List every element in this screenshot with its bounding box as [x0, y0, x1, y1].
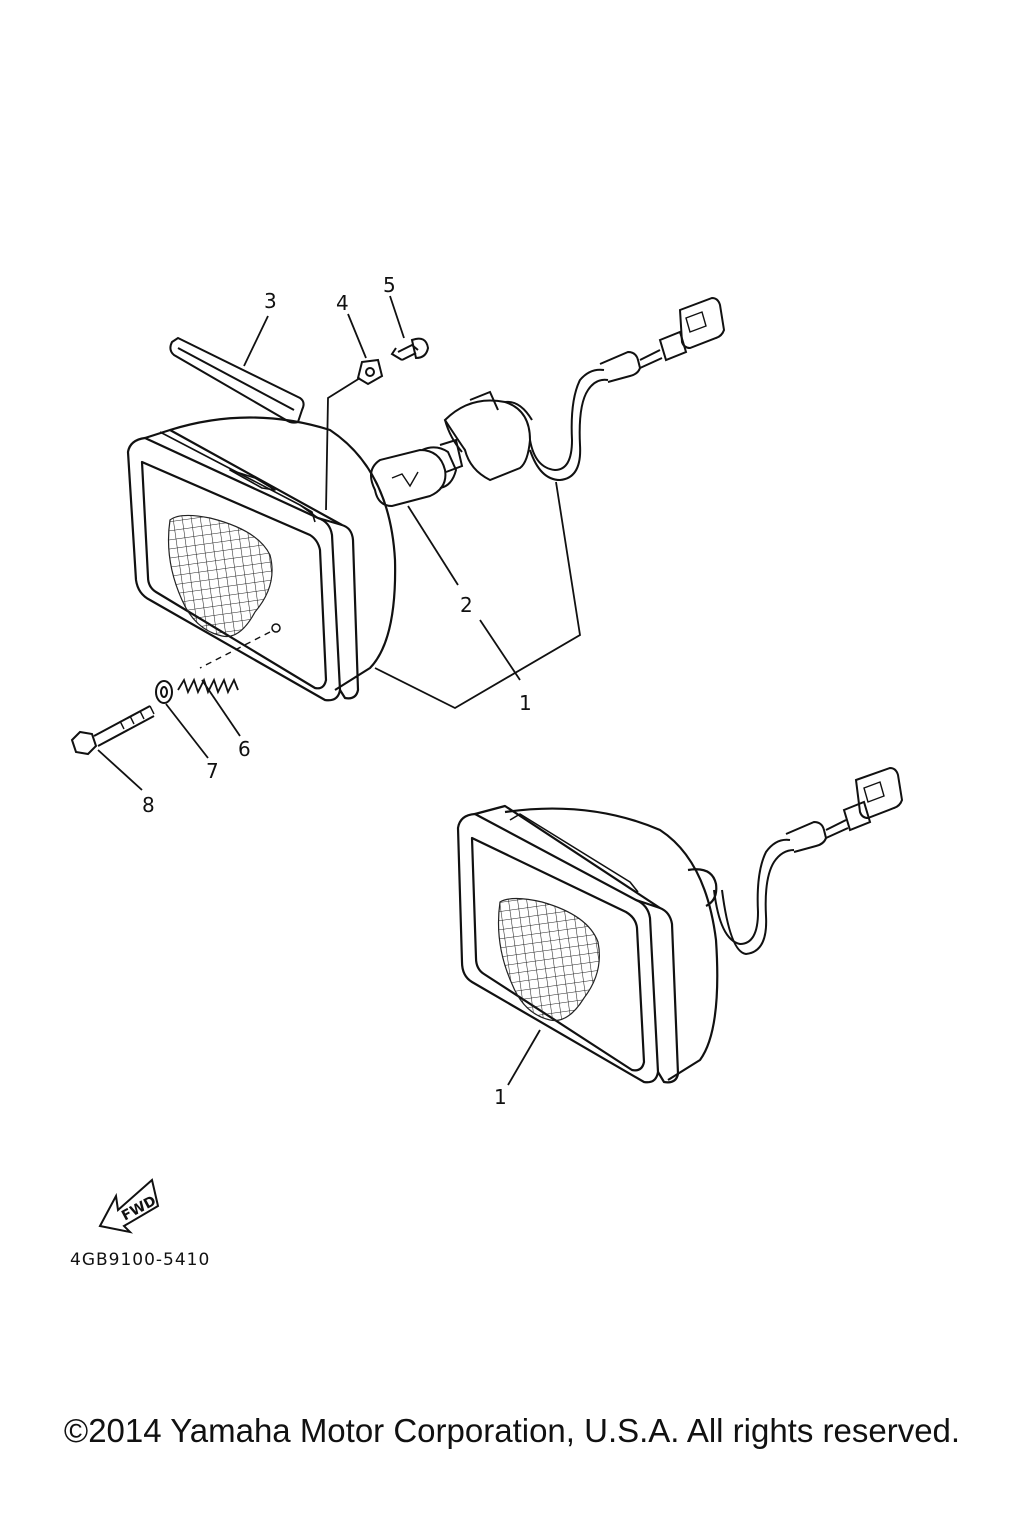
callout-1-upper: 1: [519, 691, 532, 715]
callout-2: 2: [460, 593, 473, 617]
callout-4: 4: [336, 291, 349, 315]
nut: [356, 358, 384, 386]
spring: [177, 677, 239, 695]
part-code-label: 4GB9100-5410: [70, 1250, 211, 1270]
bolt: [70, 705, 155, 756]
wire-harness-lower: [713, 766, 904, 956]
callout-7: 7: [206, 759, 219, 783]
headlight-lower: [456, 804, 719, 1084]
bulb: [370, 438, 464, 508]
copyright-notice: ©2014 Yamaha Motor Corporation, U.S.A. A…: [63, 1412, 961, 1449]
callout-6: 6: [238, 737, 251, 761]
bulb-socket: [443, 390, 533, 482]
wire-harness-upper: [529, 296, 726, 482]
callout-8: 8: [142, 793, 155, 817]
screw: [390, 337, 430, 361]
callout-1-lower: 1: [494, 1085, 507, 1109]
leader-lines-lower: [507, 1029, 541, 1086]
callout-5: 5: [383, 273, 396, 297]
headlight-upper: [126, 416, 397, 702]
callout-3: 3: [264, 289, 277, 313]
leader-lines-upper: [97, 295, 581, 791]
washer: [155, 680, 173, 704]
trim-strip: [169, 336, 305, 424]
fwd-arrow-icon: [98, 1178, 160, 1234]
fwd-arrow-label: FWD: [119, 1193, 159, 1224]
